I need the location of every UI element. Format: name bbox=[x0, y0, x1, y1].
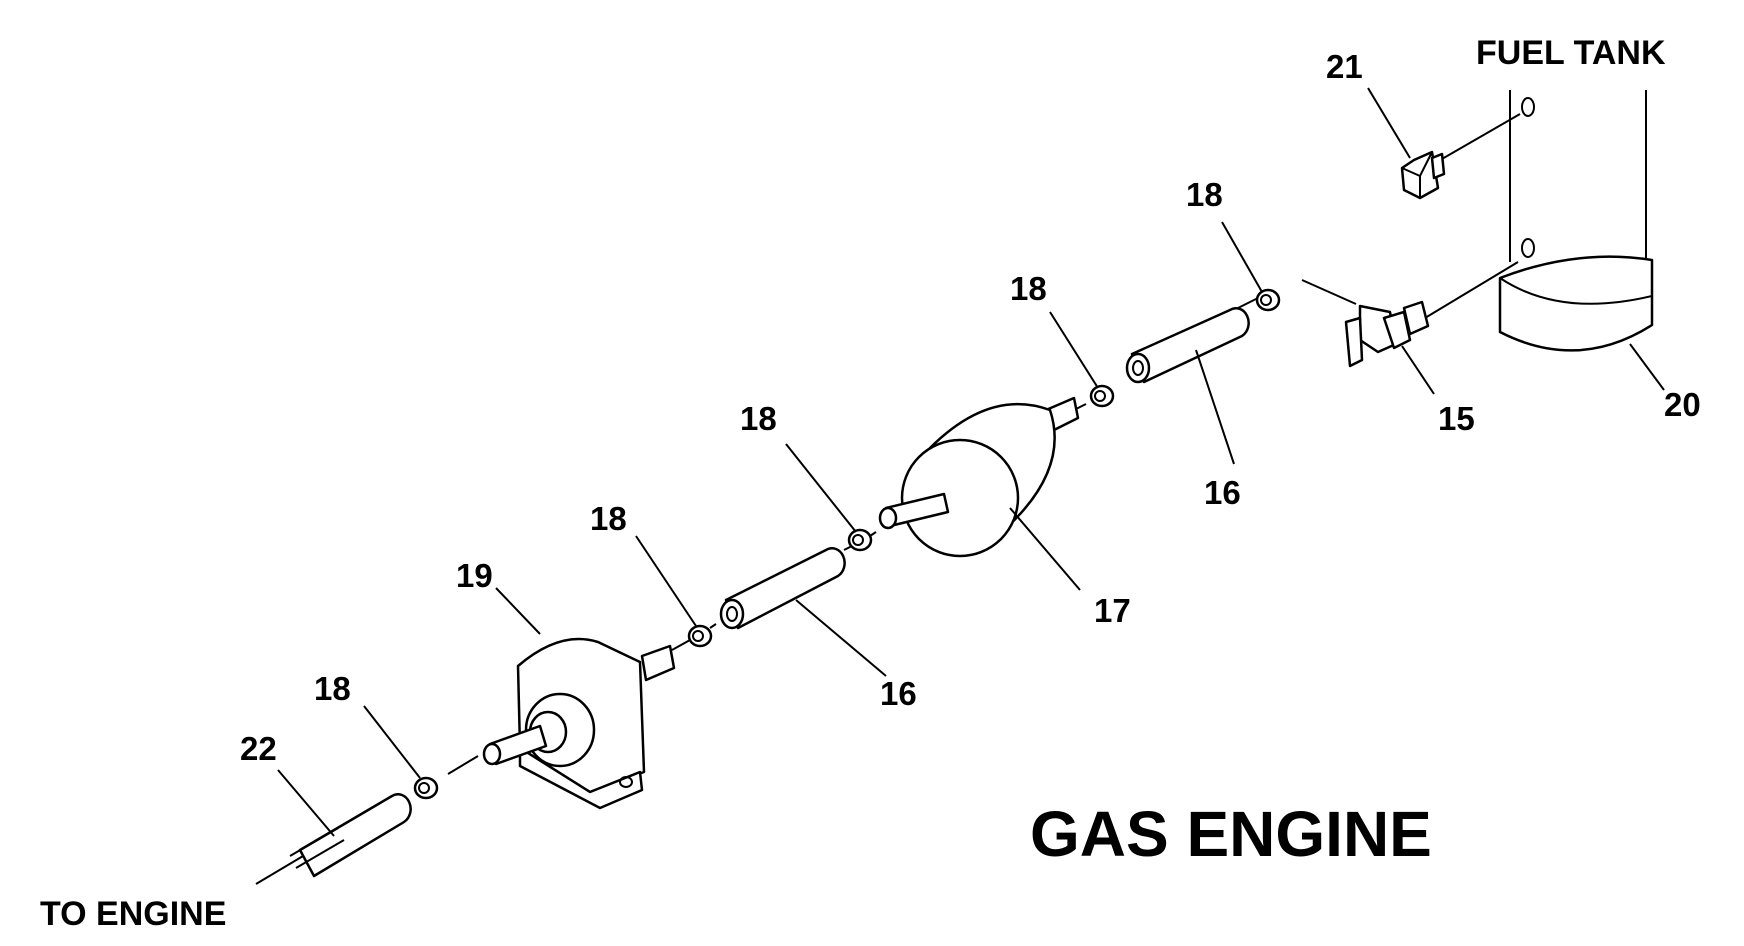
leader-lines bbox=[277, 87, 1665, 837]
fuel-hose bbox=[1125, 307, 1250, 384]
drain-plug bbox=[1400, 113, 1521, 200]
to-engine-label: TO ENGINE bbox=[40, 895, 226, 933]
fuel-filter bbox=[878, 396, 1080, 558]
callout-22: 22 bbox=[240, 730, 277, 767]
callout-16: 16 bbox=[880, 675, 917, 712]
fuel-tank bbox=[1498, 90, 1654, 352]
callout-16: 16 bbox=[1204, 474, 1241, 511]
callout-18: 18 bbox=[1010, 270, 1047, 307]
hose-clamp bbox=[687, 624, 713, 648]
callout-18: 18 bbox=[590, 500, 627, 537]
callout-18: 18 bbox=[1186, 176, 1223, 213]
hose-clamp bbox=[1255, 288, 1281, 312]
callout-18: 18 bbox=[314, 670, 351, 707]
diagram-title: GAS ENGINE bbox=[1030, 798, 1432, 870]
callout-20: 20 bbox=[1664, 386, 1701, 423]
fuel-tank-label: FUEL TANK bbox=[1476, 34, 1666, 72]
shutoff-valve bbox=[1301, 261, 1519, 368]
hose-clamp bbox=[847, 528, 873, 552]
fuel-hose bbox=[719, 547, 846, 630]
callout-19: 19 bbox=[456, 557, 493, 594]
callout-15: 15 bbox=[1438, 400, 1475, 437]
fuel-pump bbox=[482, 637, 676, 810]
callout-21: 21 bbox=[1326, 48, 1363, 85]
hose-clamp bbox=[1089, 384, 1115, 408]
callout-18: 18 bbox=[740, 400, 777, 437]
hose-clamp bbox=[413, 776, 439, 800]
callout-17: 17 bbox=[1094, 592, 1131, 629]
